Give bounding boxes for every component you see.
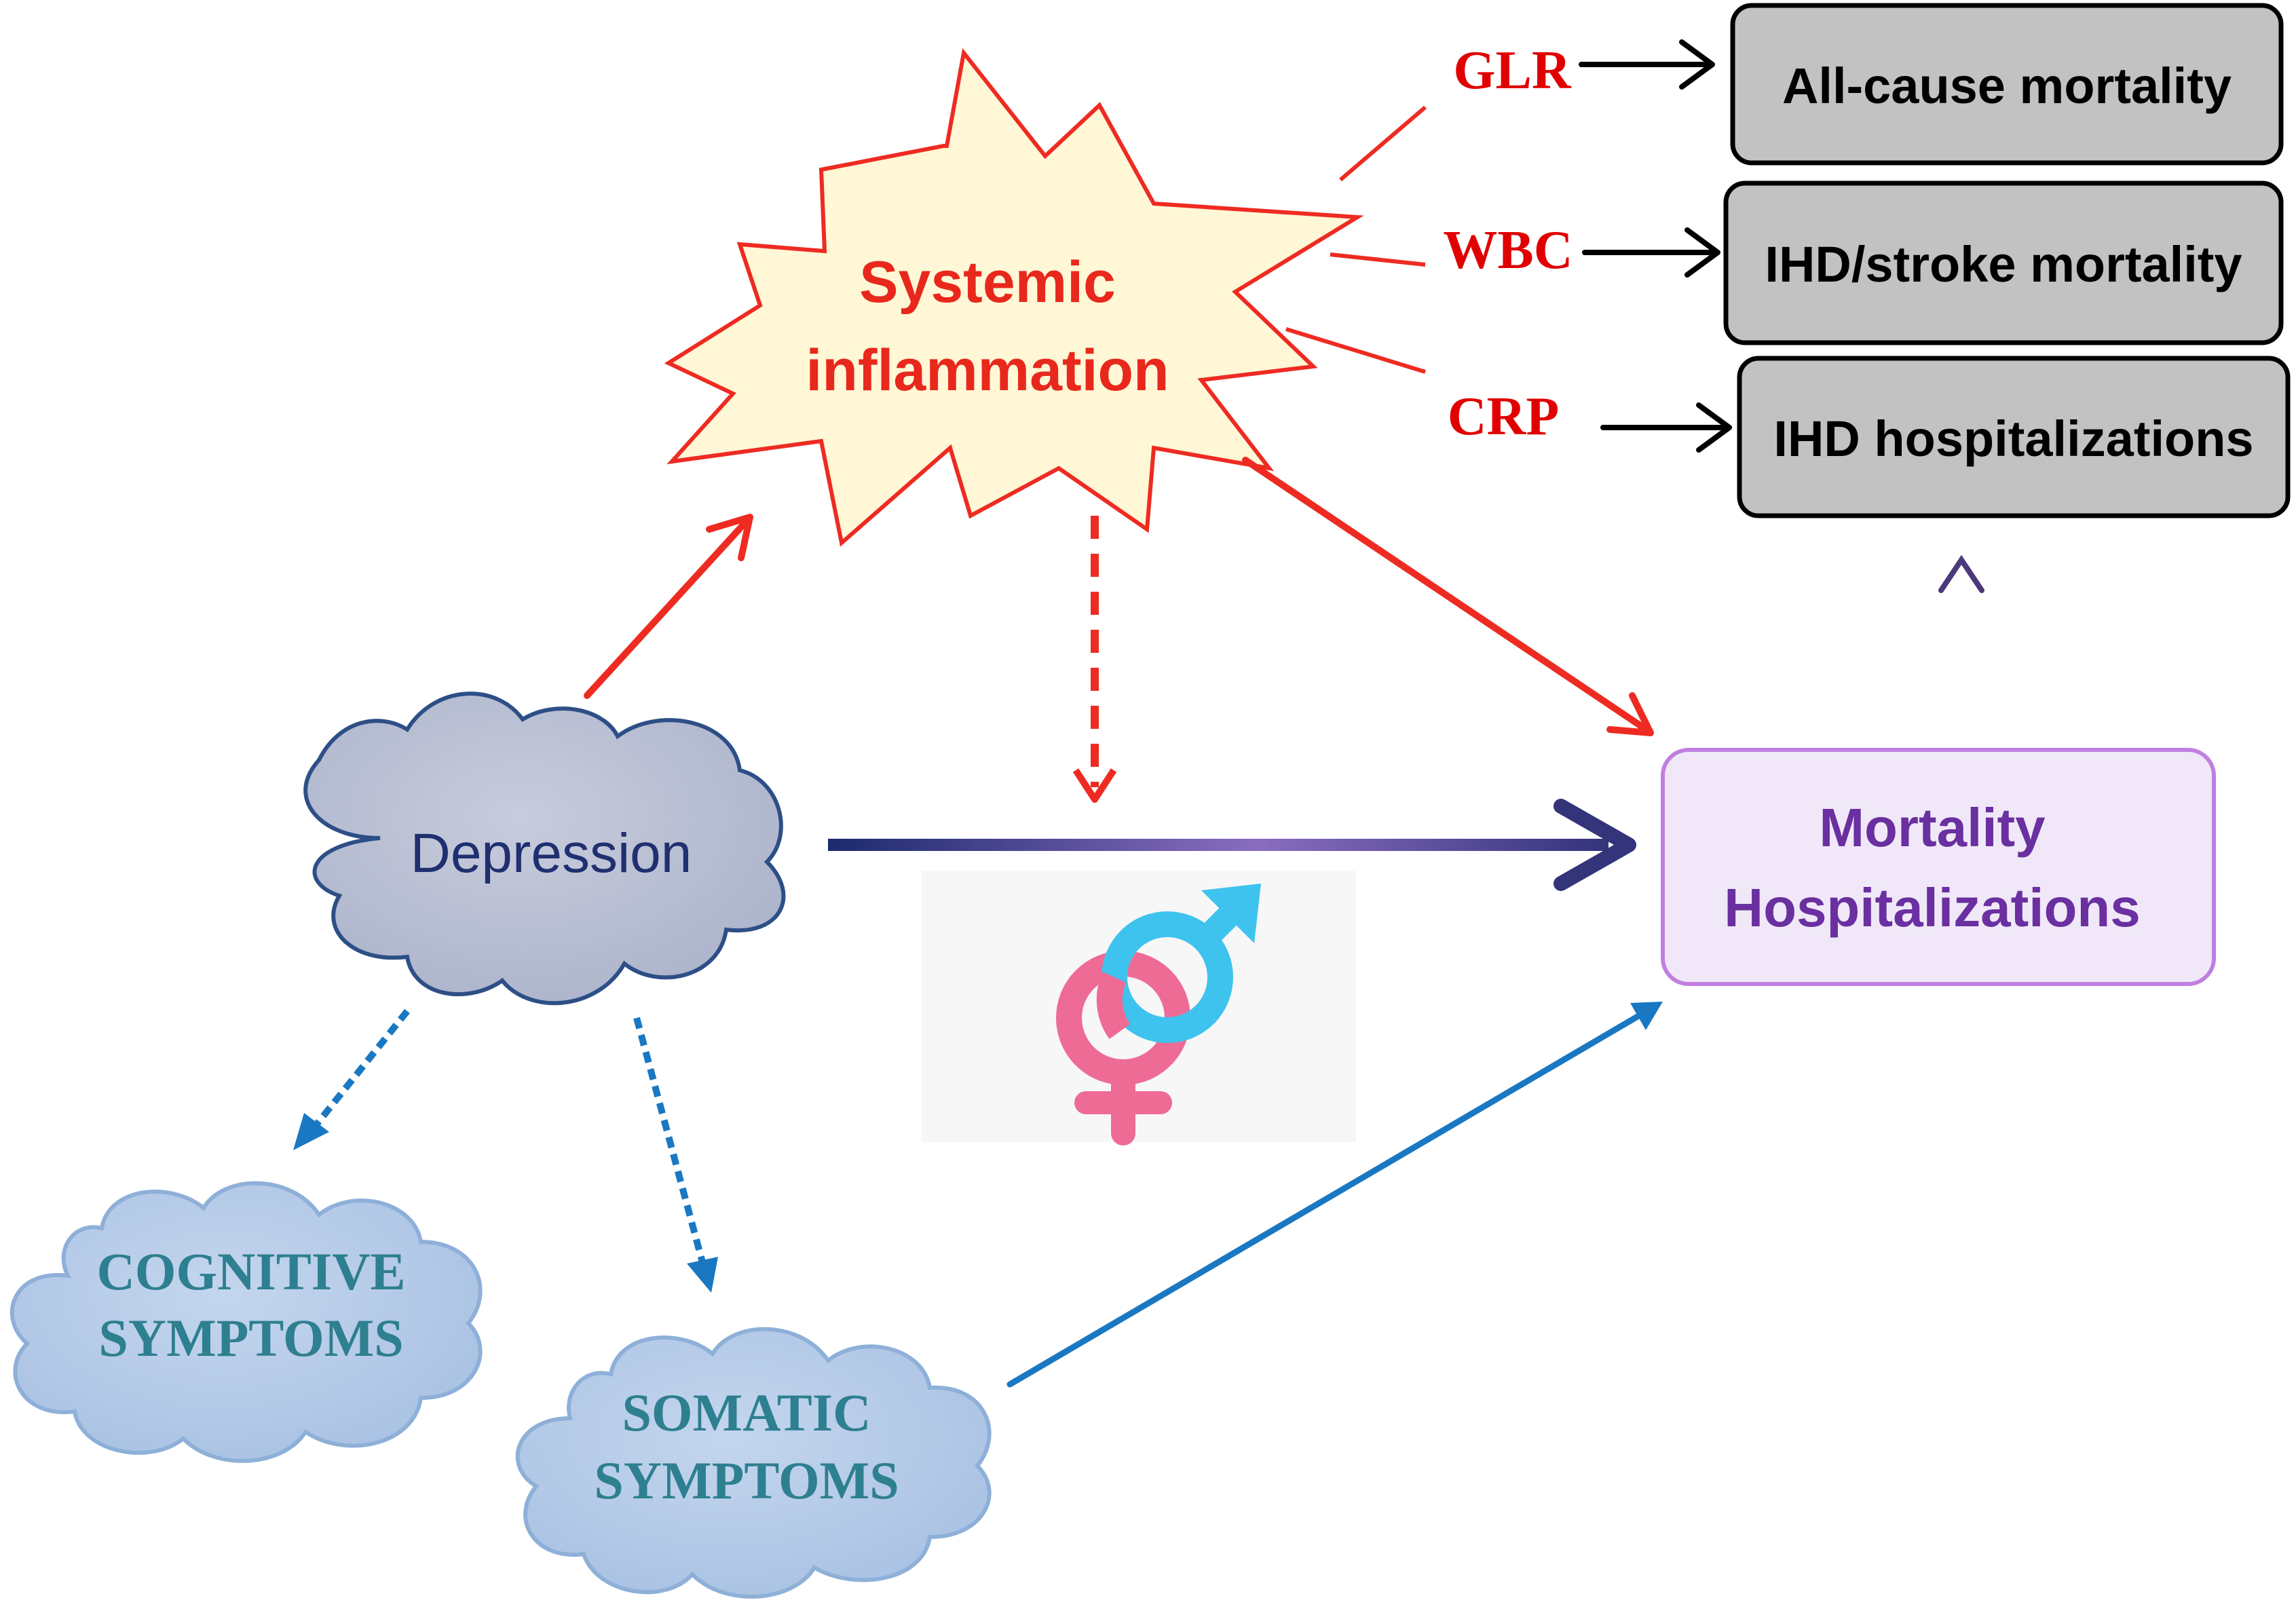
somatic-symptoms-cloud: SOMATIC SYMPTOMS	[515, 1327, 992, 1599]
result-to-outcomes-arrow	[1938, 554, 1984, 712]
result-label-line2: Hospitalizations	[1724, 877, 2140, 938]
marker-outcome-arrows	[1579, 39, 1732, 453]
outcome-box-ihdhosp	[1737, 356, 2291, 518]
inflammation-label-line1: Systemic	[859, 250, 1116, 315]
inflammation-starburst: Systemic inflammation	[664, 48, 1364, 547]
outcome-ihdstroke-label: IHD/stroke mortality	[1765, 236, 2242, 292]
result-box: Mortality Hospitalizations	[1661, 748, 2216, 986]
cognitive-symptoms-cloud: COGNITIVE SYMPTOMS	[10, 1181, 483, 1463]
outcome-box-allcause	[1730, 3, 2284, 166]
starburst-shape	[664, 48, 1364, 547]
crp-connector	[1285, 327, 1426, 374]
cognitive-label-line1: COGNITIVE	[96, 1242, 405, 1301]
cognitive-label-line2: SYMPTOMS	[98, 1308, 403, 1367]
outcome-box-ihdstroke	[1723, 181, 2284, 345]
glr-arrowhead	[1679, 39, 1715, 90]
result-label-line1: Mortality	[1819, 797, 2046, 858]
marker-crp: CRP	[1448, 387, 1559, 447]
depression-label: Depression	[411, 822, 692, 884]
depression-to-inflammation-arrow	[584, 514, 753, 699]
glr-connector	[1339, 105, 1427, 182]
depression-to-somatic-arrow	[633, 1017, 718, 1293]
gender-symbols-icon	[1056, 884, 1261, 1145]
outcome-allcause-label: All-cause mortality	[1782, 58, 2232, 114]
inflammation-label-line2: inflammation	[806, 338, 1169, 403]
result-box-shape	[1661, 748, 2216, 986]
depression-cloud-shape	[303, 691, 786, 1006]
wbc-connector	[1330, 252, 1426, 267]
marker-wbc: WBC	[1443, 221, 1573, 280]
somatic-cloud-shape	[515, 1327, 992, 1599]
inflammation-to-result-arrow	[1242, 457, 1654, 736]
cognitive-cloud-shape	[10, 1181, 483, 1463]
outcome-ihdhosp-label: IHD hospitalizations	[1773, 411, 2253, 467]
depression-cloud: Depression	[303, 691, 786, 1006]
crp-arrowhead	[1696, 402, 1732, 453]
depression-to-result-arrow	[828, 799, 1636, 891]
somatic-to-result-arrow	[1006, 1002, 1663, 1388]
marker-glr: GLR	[1453, 41, 1572, 100]
outcome-boxes: All-cause mortality IHD/stroke mortality…	[1723, 3, 2291, 518]
wbc-arrowhead	[1685, 227, 1720, 278]
somatic-label-line1: SOMATIC	[622, 1383, 871, 1442]
somatic-label-line2: SYMPTOMS	[594, 1451, 899, 1510]
inflammation-moderation-arrow	[1072, 516, 1117, 803]
marker-connectors	[1285, 105, 1427, 374]
sex-modifier-panel	[922, 871, 1356, 1145]
depression-to-cognitive-arrow	[293, 1008, 410, 1150]
